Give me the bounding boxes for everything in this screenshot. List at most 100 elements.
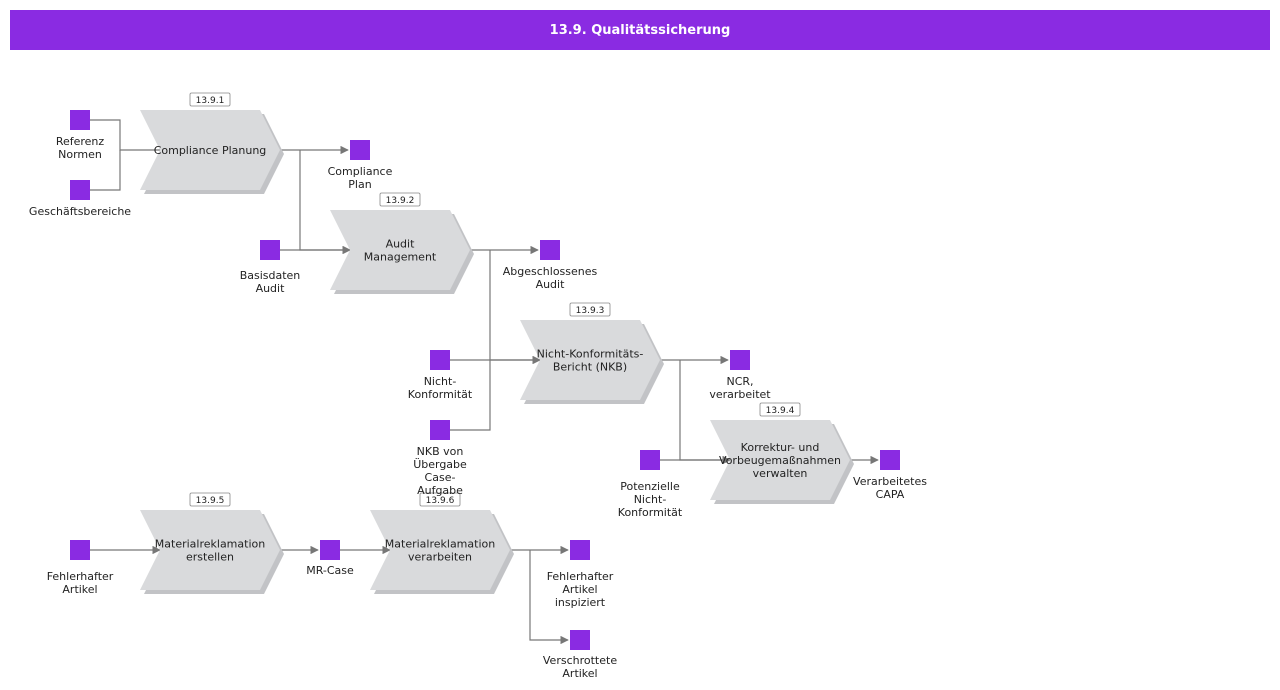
process-label: verwalten	[753, 467, 808, 480]
process-label: Management	[364, 251, 437, 264]
process-number: 13.9.2	[386, 196, 415, 206]
object-label: Nicht-	[634, 493, 667, 506]
process-label: Vorbeugemaßnahmen	[719, 454, 841, 467]
object-label: Artikel	[62, 583, 97, 596]
process-number-box	[569, 302, 611, 317]
process-label: Korrektur- und	[741, 441, 820, 454]
process-number-box	[189, 492, 231, 507]
process-number-box	[189, 92, 231, 107]
information-object-icon	[430, 350, 450, 370]
information-object-icon	[70, 110, 90, 130]
information-object-icon	[540, 240, 560, 260]
object-label: Plan	[348, 178, 371, 191]
process-chevron	[520, 320, 660, 400]
connector-o7-p3	[450, 360, 491, 431]
object-label: Case-	[425, 471, 456, 484]
process-chevron	[710, 420, 850, 500]
object-label: Abgeschlossenes	[503, 265, 598, 278]
object-label: Compliance	[328, 165, 393, 178]
process-label: Compliance Planung	[154, 144, 267, 157]
diagram-title: 13.9. Qualitätssicherung	[10, 10, 1270, 50]
connector-o2-p1	[90, 150, 121, 191]
information-object-icon	[70, 540, 90, 560]
object-label: Übergabe	[413, 458, 467, 471]
object-label: Normen	[58, 148, 102, 161]
object-label: Aufgabe	[417, 484, 463, 497]
process-chevron	[140, 510, 280, 590]
process-number: 13.9.1	[196, 96, 225, 106]
object-label: Verschrottete	[543, 654, 617, 667]
object-label: verarbeitet	[709, 388, 771, 401]
object-o8[interactable]: NCR,verarbeitet	[709, 350, 771, 401]
object-label: Artikel	[562, 583, 597, 596]
object-label: NCR,	[726, 375, 753, 388]
object-o2[interactable]: Geschäftsbereiche	[29, 180, 131, 218]
connector-o1-p1	[90, 119, 160, 151]
process-chevron	[330, 210, 470, 290]
object-o12[interactable]: MR-Case	[306, 540, 354, 577]
object-label: Referenz	[56, 135, 105, 148]
process-label: Audit	[386, 238, 416, 251]
information-object-icon	[70, 180, 90, 200]
information-object-icon	[640, 450, 660, 470]
process-number: 13.9.6	[426, 496, 455, 506]
process-label: Bericht (NKB)	[553, 361, 627, 374]
process-number-box	[379, 192, 421, 207]
object-label: Audit	[536, 278, 566, 291]
object-label: CAPA	[876, 488, 905, 501]
object-label: inspiziert	[555, 596, 606, 609]
information-object-icon	[880, 450, 900, 470]
object-label: Audit	[256, 282, 286, 295]
information-object-icon	[570, 630, 590, 650]
object-label: Nicht-	[424, 375, 457, 388]
process-label: Nicht-Konformitäts-	[537, 348, 644, 361]
process-chevron	[370, 510, 510, 590]
information-object-icon	[320, 540, 340, 560]
connectors	[90, 119, 879, 645]
process-number: 13.9.4	[766, 406, 795, 416]
process-label: Materialreklamation	[155, 538, 265, 551]
information-object-icon	[730, 350, 750, 370]
information-object-icon	[570, 540, 590, 560]
object-label: Konformität	[618, 506, 683, 519]
process-chevron	[140, 110, 280, 190]
process-label: verarbeiten	[408, 551, 472, 564]
object-label: Potenzielle	[620, 480, 680, 493]
object-label: Fehlerhafter	[47, 570, 114, 583]
information-object-icon	[350, 140, 370, 160]
process-label: erstellen	[186, 551, 234, 564]
process-number-box	[419, 492, 461, 507]
process-number: 13.9.3	[576, 306, 605, 316]
object-label: Basisdaten	[240, 269, 301, 282]
information-object-icon	[430, 420, 450, 440]
process-number-box	[759, 402, 801, 417]
process-number: 13.9.5	[196, 496, 225, 506]
object-o6[interactable]: Nicht-Konformität	[408, 350, 473, 401]
object-label: Geschäftsbereiche	[29, 205, 131, 218]
connector-p6-o14	[529, 550, 569, 645]
object-label: Konformität	[408, 388, 473, 401]
process-label: Materialreklamation	[385, 538, 495, 551]
object-label: NKB von	[417, 445, 464, 458]
object-label: Artikel	[562, 667, 597, 680]
object-label: Verarbeitetes	[853, 475, 927, 488]
object-label: Fehlerhafter	[547, 570, 614, 583]
